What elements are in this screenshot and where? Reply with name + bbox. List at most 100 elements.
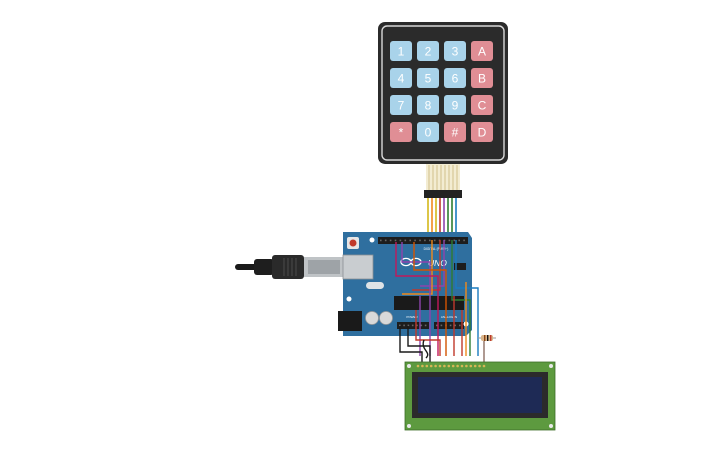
key-label: 6 bbox=[452, 72, 459, 86]
header-pin[interactable] bbox=[424, 239, 426, 242]
key-a[interactable]: A bbox=[471, 41, 493, 61]
lcd-pin[interactable] bbox=[438, 364, 442, 368]
header-pin[interactable] bbox=[420, 324, 423, 327]
key-label: 9 bbox=[452, 99, 459, 113]
lcd-pin[interactable] bbox=[434, 364, 437, 368]
icsp-header bbox=[454, 263, 466, 270]
lcd-pin[interactable] bbox=[416, 364, 420, 368]
uno-label: UNO bbox=[428, 258, 447, 268]
key-label: # bbox=[452, 126, 459, 140]
lcd-pin[interactable] bbox=[478, 364, 481, 368]
header-pin[interactable] bbox=[433, 239, 436, 242]
digital-header bbox=[378, 237, 468, 244]
lcd-pin[interactable] bbox=[443, 364, 446, 368]
lcd-pin[interactable] bbox=[465, 364, 468, 368]
capacitor bbox=[379, 311, 393, 325]
key-6[interactable]: 6 bbox=[444, 68, 466, 88]
header-pin[interactable] bbox=[384, 239, 387, 242]
header-pin[interactable] bbox=[380, 239, 382, 242]
keypad-ribbon bbox=[426, 164, 460, 190]
key-label: A bbox=[478, 45, 486, 59]
key-label: 2 bbox=[425, 45, 432, 59]
key-5[interactable]: 5 bbox=[417, 68, 439, 88]
header-pin[interactable] bbox=[399, 239, 402, 242]
lcd-pin[interactable] bbox=[473, 364, 477, 368]
key-7[interactable]: 7 bbox=[390, 95, 412, 115]
key-label: B bbox=[478, 72, 486, 86]
key-8[interactable]: 8 bbox=[417, 95, 439, 115]
lcd-pin[interactable] bbox=[451, 364, 455, 368]
header-pin[interactable] bbox=[419, 239, 421, 242]
lcd-pin[interactable] bbox=[456, 364, 459, 368]
header-pin[interactable] bbox=[448, 239, 451, 242]
header-pin[interactable] bbox=[404, 239, 407, 242]
header-pin[interactable] bbox=[453, 239, 456, 242]
lcd-pin[interactable] bbox=[482, 364, 486, 368]
keypad-inner-border bbox=[381, 25, 505, 161]
header-pin[interactable] bbox=[463, 239, 465, 242]
lcd-pin[interactable] bbox=[447, 364, 451, 368]
header-pin[interactable] bbox=[409, 239, 411, 242]
key-c[interactable]: C bbox=[471, 95, 493, 115]
lcd-pin[interactable] bbox=[469, 364, 473, 368]
key-label: 1 bbox=[398, 45, 405, 59]
header-pin[interactable] bbox=[436, 324, 438, 327]
key-d[interactable]: D bbox=[471, 122, 493, 142]
header-pin[interactable] bbox=[416, 324, 418, 327]
key-label: 8 bbox=[425, 99, 432, 113]
keypad[interactable]: 1 2 3 A 4 5 6 B 7 8 9 C * 0 # D bbox=[378, 22, 508, 198]
key-9[interactable]: 9 bbox=[444, 95, 466, 115]
key-label: 4 bbox=[398, 72, 405, 86]
keypad-ribbon-lines bbox=[428, 165, 458, 190]
header-pin[interactable] bbox=[458, 239, 460, 242]
keypad-wires bbox=[427, 197, 457, 240]
header-pin[interactable] bbox=[429, 239, 431, 242]
power-label: POWER bbox=[406, 315, 418, 319]
power-jack bbox=[338, 311, 362, 331]
lcd-screen bbox=[418, 377, 542, 413]
header-pin[interactable] bbox=[449, 324, 452, 327]
header-pin[interactable] bbox=[424, 324, 427, 327]
key-3[interactable]: 3 bbox=[444, 41, 466, 61]
header-pin[interactable] bbox=[411, 324, 414, 327]
key-2[interactable]: 2 bbox=[417, 41, 439, 61]
header-pin[interactable] bbox=[440, 324, 443, 327]
header-pin[interactable] bbox=[407, 324, 410, 327]
lcd-pin[interactable] bbox=[429, 364, 433, 368]
lcd-pin[interactable] bbox=[460, 364, 464, 368]
header-pin[interactable] bbox=[459, 324, 461, 327]
key-hash[interactable]: # bbox=[444, 122, 466, 142]
header-pin[interactable] bbox=[389, 239, 392, 242]
key-label: C bbox=[478, 99, 487, 113]
usb-port bbox=[342, 254, 374, 280]
key-label: 7 bbox=[398, 99, 405, 113]
analog-header bbox=[434, 322, 464, 329]
key-b[interactable]: B bbox=[471, 68, 493, 88]
header-pin[interactable] bbox=[414, 239, 416, 242]
key-label: 3 bbox=[452, 45, 459, 59]
digital-label: DIGITAL (PWM~) bbox=[424, 247, 449, 251]
key-label: * bbox=[399, 126, 404, 140]
key-label: 5 bbox=[425, 72, 432, 86]
header-pin[interactable] bbox=[454, 324, 456, 327]
header-pin[interactable] bbox=[394, 239, 397, 242]
key-4[interactable]: 4 bbox=[390, 68, 412, 88]
lcd-pin[interactable] bbox=[425, 364, 429, 368]
capacitor bbox=[365, 311, 379, 325]
board-wires bbox=[395, 240, 485, 362]
header-pin[interactable] bbox=[399, 324, 401, 327]
key-label: 0 bbox=[425, 126, 432, 140]
lcd-pin[interactable] bbox=[421, 364, 424, 368]
analog-label: ANALOG IN bbox=[441, 315, 457, 319]
lcd-display[interactable] bbox=[404, 361, 556, 431]
key-0[interactable]: 0 bbox=[417, 122, 439, 142]
key-label: D bbox=[478, 126, 487, 140]
key-1[interactable]: 1 bbox=[390, 41, 412, 61]
key-star[interactable]: * bbox=[390, 122, 412, 142]
keypad-keys: 1 2 3 A 4 5 6 B 7 8 9 C * 0 # D bbox=[390, 41, 493, 142]
usb-cable[interactable] bbox=[235, 255, 344, 279]
resistor[interactable] bbox=[478, 335, 496, 341]
header-pin[interactable] bbox=[403, 324, 405, 327]
keypad-connector bbox=[424, 190, 462, 198]
